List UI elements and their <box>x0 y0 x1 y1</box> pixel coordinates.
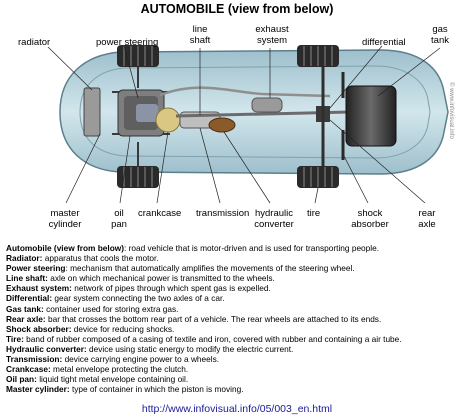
label-shock-absorber-2: absorber <box>351 219 389 230</box>
label-oil-pan-2: pan <box>111 219 127 230</box>
exhaust-pipe <box>159 86 331 98</box>
definition-text: gear system connecting the two axles of … <box>52 293 225 304</box>
definition-item: Shock absorber: device for reducing shoc… <box>6 324 468 334</box>
definition-term: Transmission: <box>6 354 63 365</box>
definition-term: Power steering <box>6 263 66 274</box>
definition-term: Line shaft: <box>6 273 48 284</box>
definition-term: Gas tank: <box>6 303 44 314</box>
label-power-steering: power steering <box>96 37 159 48</box>
label-rear-axle-1: rear <box>418 208 436 219</box>
definition-item: Differential: gear system connecting the… <box>6 293 468 303</box>
definition-text: bar that crosses the bottom rear part of… <box>45 313 382 324</box>
definition-item: Exhaust system: network of pipes through… <box>6 283 468 293</box>
label-rear-axle: rear axle <box>414 208 440 230</box>
definition-text: : road vehicle that is motor-driven and … <box>124 243 380 253</box>
definition-text: container used for storing extra gas. <box>43 303 179 314</box>
muffler <box>251 97 283 113</box>
definition-text: liquid tight metal envelope containing o… <box>36 374 189 385</box>
hydraulic-converter <box>208 117 236 133</box>
definition-text: device carrying engine power to a wheels… <box>62 354 220 365</box>
definition-item: Hydraulic converter: device using static… <box>6 344 468 354</box>
definition-text: type of container in which the piston is… <box>69 384 244 395</box>
definition-item: Radiator: apparatus that cools the motor… <box>6 253 468 263</box>
radiator <box>83 87 101 137</box>
definition-item: Automobile (view from below): road vehic… <box>6 243 468 253</box>
definition-term: Master cylinder: <box>6 384 70 395</box>
credit-watermark: © www.infovisual.info <box>448 82 454 139</box>
definition-item: Transmission: device carrying engine pow… <box>6 354 468 364</box>
definition-item: Crankcase: metal envelope protecting the… <box>6 364 468 374</box>
label-tire: tire <box>307 208 321 219</box>
definition-text: device using static energy to modify the… <box>86 343 294 354</box>
diagram-title: AUTOMOBILE (view from below) <box>140 2 334 16</box>
tire-rear-bottom <box>297 166 339 188</box>
label-shock-absorber: shock absorber <box>350 208 390 230</box>
label-oil-pan-1: oil <box>114 208 124 219</box>
car-body-inner-line <box>79 65 431 159</box>
definition-term: Hydraulic converter: <box>6 343 87 354</box>
pointer-lines <box>47 45 441 204</box>
definition-term: Shock absorber: <box>6 323 72 334</box>
definition-item: Power steering: mechanism that automatic… <box>6 263 468 273</box>
label-exhaust-system-1: exhaust <box>255 24 289 35</box>
definition-term: Crankcase: <box>6 364 51 375</box>
gas-tank <box>345 85 397 147</box>
definition-item: Rear axle: bar that crosses the bottom r… <box>6 314 468 324</box>
definition-text: band of rubber composed of a casing of t… <box>23 333 402 344</box>
label-transmission: transmission <box>196 208 250 219</box>
definition-term: Radiator: <box>6 253 43 264</box>
definition-item: Oil pan: liquid tight metal envelope con… <box>6 374 468 384</box>
source-url-link[interactable]: http://www.infovisual.info/05/003_en.htm… <box>141 403 333 415</box>
label-differential: differential <box>362 37 406 48</box>
label-master-cylinder: master cylinder <box>42 208 88 230</box>
definition-term: Tire: <box>6 333 24 344</box>
definition-item: Gas tank: container used for storing ext… <box>6 304 468 314</box>
label-line-shaft: line shaft <box>180 24 220 46</box>
definition-item: Line shaft: axle on which mechanical pow… <box>6 273 468 283</box>
definitions-list: Automobile (view from below): road vehic… <box>6 243 468 394</box>
definition-text: : mechanism that automatically amplifies… <box>65 263 355 274</box>
label-oil-pan: oil pan <box>106 208 132 230</box>
definition-text: network of pipes through which spent gas… <box>71 283 271 294</box>
label-line-shaft-1: line <box>192 24 208 35</box>
definition-term: Differential: <box>6 293 53 304</box>
definition-text: apparatus that cools the motor. <box>42 253 159 264</box>
label-hydraulic-converter: hydraulic converter <box>250 208 298 230</box>
definition-term: Exhaust system: <box>6 283 72 294</box>
definition-text: axle on which mechanical power is transm… <box>47 273 275 284</box>
label-master-cylinder-2: cylinder <box>48 219 82 230</box>
label-hydraulic-converter-1: hydraulic <box>254 208 294 219</box>
definition-term: Oil pan: <box>6 374 37 385</box>
definition-text: metal envelope protecting the clutch. <box>50 364 189 375</box>
definition-item: Master cylinder: type of container in wh… <box>6 384 468 394</box>
definition-term: Automobile (view from below) <box>6 243 125 253</box>
definition-term: Rear axle: <box>6 313 46 324</box>
label-crankcase: crankcase <box>138 208 182 219</box>
label-gas-tank-2: tank <box>431 35 449 46</box>
label-hydraulic-converter-2: converter <box>254 219 294 230</box>
label-line-shaft-2: shaft <box>189 35 211 46</box>
label-master-cylinder-1: master <box>50 208 80 219</box>
label-exhaust-system: exhaust system <box>250 24 294 46</box>
label-gas-tank-1: gas <box>432 24 448 35</box>
label-exhaust-system-2: system <box>256 35 288 46</box>
definition-item: Tire: band of rubber composed of a casin… <box>6 334 468 344</box>
label-rear-axle-2: axle <box>418 219 436 230</box>
car-underside-diagram <box>47 45 449 204</box>
label-radiator: radiator <box>18 37 51 48</box>
crankcase <box>155 107 181 133</box>
definition-text: device for reducing shocks. <box>71 323 175 334</box>
tire-front-bottom <box>117 166 159 188</box>
engine-block <box>117 89 165 137</box>
label-gas-tank: gas tank <box>426 24 454 46</box>
tire-front-top <box>117 45 159 67</box>
tire-rear-top <box>297 45 339 67</box>
label-shock-absorber-1: shock <box>357 208 383 219</box>
